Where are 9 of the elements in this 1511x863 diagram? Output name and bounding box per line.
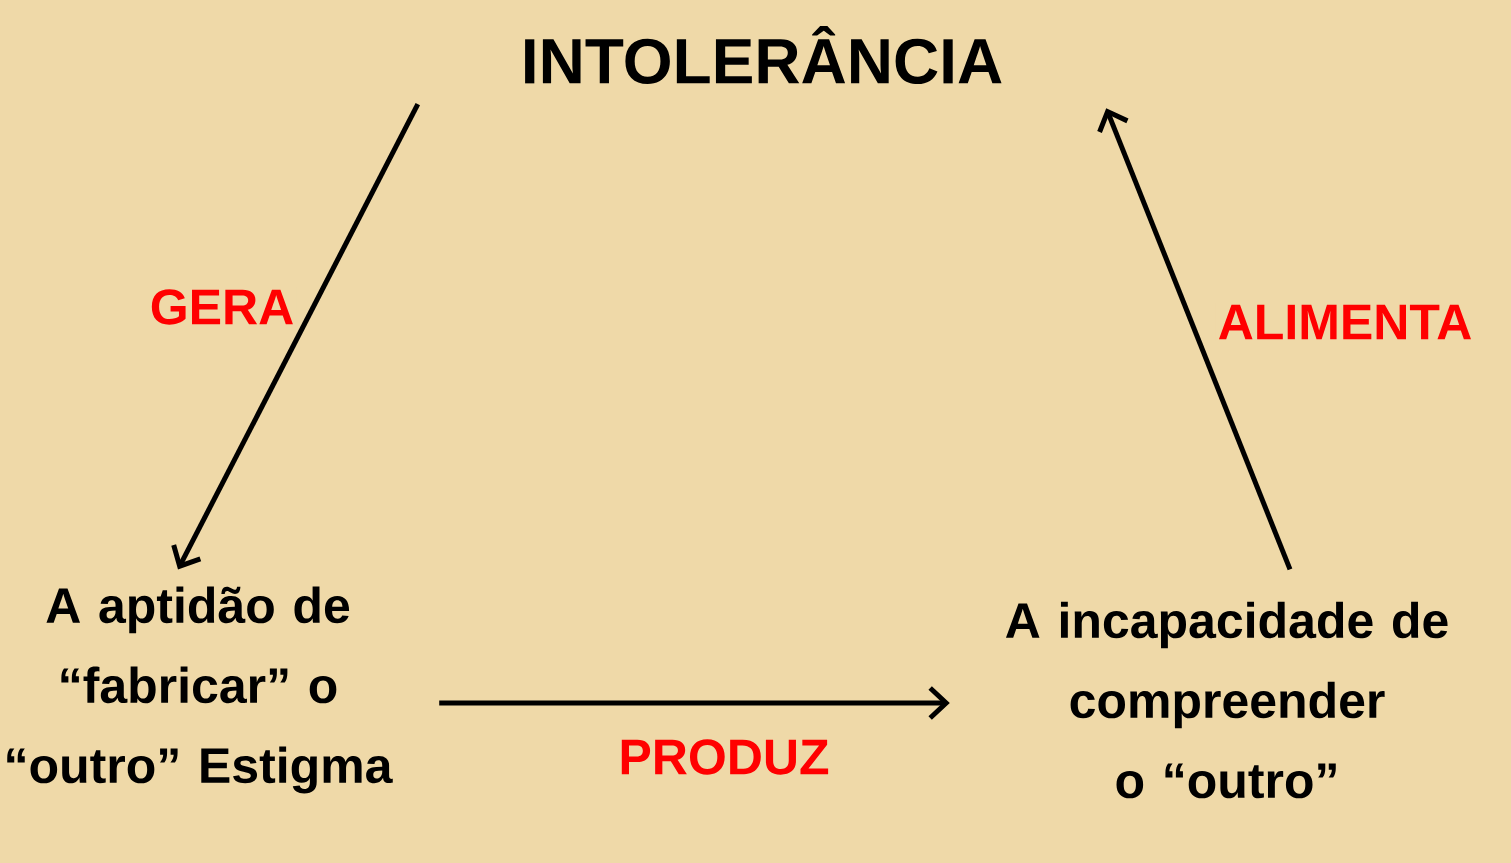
edge-label: PRODUZ — [616, 737, 832, 777]
arrow — [171, 103, 421, 570]
concept-text: A incapacidade de compreender o “outro” — [1005, 601, 1448, 799]
arrow — [439, 686, 950, 720]
concept-text: A aptidão de “fabricar” o “outro” Estigma — [7, 586, 393, 794]
arrow — [1097, 108, 1293, 571]
edge-label: GERA — [147, 287, 297, 327]
edge-label: ALIMENTA — [1215, 302, 1475, 342]
concept-text: INTOLERÂNCIA — [525, 26, 1002, 84]
